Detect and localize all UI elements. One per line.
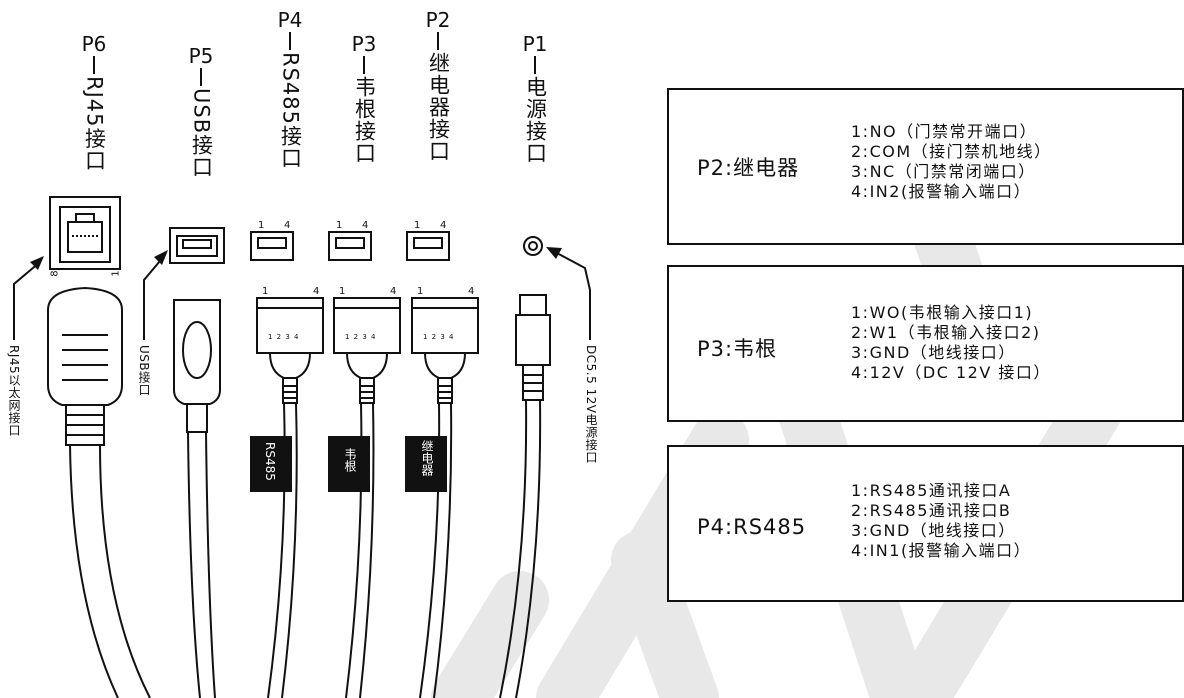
port-id: P3 <box>351 32 377 56</box>
port-dash <box>93 56 95 74</box>
plug-pin-numbers: 1 2 3 4 <box>268 333 300 341</box>
side-label-power: DC5.5 12V电源接口 <box>584 345 598 464</box>
box-title: P3:韦根 <box>697 337 778 361</box>
rj45-jack <box>49 196 121 270</box>
rj45-socket <box>59 206 111 263</box>
plug-pin-numbers: 1 2 3 4 <box>423 333 455 341</box>
port-name: RS485接口 <box>278 52 303 170</box>
port-id: P1 <box>522 32 548 56</box>
box-item: 3:GND（地线接口） <box>851 521 1016 540</box>
usb-plug <box>173 299 221 405</box>
port-dash <box>534 56 536 74</box>
plug-pin-numbers: 1 2 3 4 <box>345 333 377 341</box>
pin-number: 1 <box>110 270 122 277</box>
relay-sleeve <box>405 436 447 492</box>
wiegand-plug <box>333 297 401 698</box>
power-jack <box>523 236 543 256</box>
port-name: 继电器接口 <box>426 52 451 162</box>
pin-number: 4 <box>390 286 397 297</box>
port-label-p1: P1 电源接口 <box>515 32 555 164</box>
box-title: P4:RS485 <box>697 515 807 539</box>
rs485-plug <box>256 297 324 698</box>
side-label-usb: USB接口 <box>137 345 151 397</box>
relay-plug <box>411 297 479 698</box>
port-dash <box>200 68 202 86</box>
box-items: 1:WO(韦根输入接口1) 2:W1（韦根输入接口2) 3:GND（地线接口） … <box>851 303 1051 383</box>
box-item: 3:NC（门禁常闭端口） <box>851 162 1036 181</box>
relay-socket <box>406 231 450 261</box>
pin-number: 4 <box>468 286 475 297</box>
port-label-p2: P2 继电器接口 <box>418 8 458 162</box>
relay-info-box: P2:继电器 1:NO（门禁常开端口） 2:COM（接门禁机地线） 3:NC（门… <box>667 88 1184 245</box>
box-item: 1:RS485通讯接口A <box>851 481 1012 500</box>
wiegand-socket <box>328 231 372 261</box>
port-label-p6: P6 RJ45接口 <box>74 32 114 172</box>
side-label-rj45: RJ45以太网接口 <box>7 345 21 437</box>
port-dash <box>437 32 439 50</box>
box-item: 4:IN1(报警输入端口） <box>851 541 1032 560</box>
wiegand-sleeve <box>328 436 370 492</box>
pin-number: 4 <box>362 220 369 231</box>
box-item: 1:NO（门禁常开端口） <box>851 122 1038 141</box>
pin-number: 4 <box>440 220 447 231</box>
pin-number: 1 <box>417 286 424 297</box>
pin-number: 4 <box>284 220 291 231</box>
box-item: 2:W1（韦根输入接口2) <box>851 323 1041 342</box>
rj45-plug <box>47 286 123 406</box>
power-plug <box>519 294 547 316</box>
port-name: USB接口 <box>189 88 214 179</box>
port-name: 电源接口 <box>523 76 548 164</box>
pin-number: 1 <box>262 286 269 297</box>
sleeve-label-rs485: RS485 <box>263 442 277 481</box>
port-id: P4 <box>277 8 303 32</box>
box-item: 3:GND（地线接口） <box>851 343 1016 362</box>
rs485-socket <box>250 231 294 261</box>
rs485-sleeve <box>250 436 292 492</box>
rj45-cable <box>69 444 119 698</box>
pin-number: 1 <box>258 220 265 231</box>
pin-number: 1 <box>414 220 421 231</box>
port-dash <box>289 32 291 50</box>
pin-number: 1 <box>336 220 343 231</box>
box-items: 1:NO（门禁常开端口） 2:COM（接门禁机地线） 3:NC（门禁常闭端口） … <box>851 122 1052 202</box>
port-dash <box>363 56 365 74</box>
port-id: P6 <box>81 32 107 56</box>
usb-cable <box>187 431 201 698</box>
port-name: 韦根接口 <box>352 76 377 164</box>
box-items: 1:RS485通讯接口A 2:RS485通讯接口B 3:GND（地线接口） 4:… <box>851 481 1031 561</box>
port-id: P5 <box>188 44 214 68</box>
wiegand-info-box: P3:韦根 1:WO(韦根输入接口1) 2:W1（韦根输入接口2) 3:GND（… <box>667 265 1184 422</box>
power-cable <box>499 399 528 698</box>
pin-number: 8 <box>49 270 61 277</box>
port-label-p5: P5 USB接口 <box>181 44 221 178</box>
box-item: 2:RS485通讯接口B <box>851 501 1012 520</box>
pin-number: 4 <box>313 286 320 297</box>
sleeve-label-wiegand: 韦根 <box>343 448 357 472</box>
port-label-p4: P4 RS485接口 <box>270 8 310 169</box>
box-item: 1:WO(韦根输入接口1) <box>851 303 1034 322</box>
sleeve-label-relay: 继电器 <box>420 440 434 476</box>
box-title: P2:继电器 <box>697 156 800 180</box>
rs485-info-box: P4:RS485 1:RS485通讯接口A 2:RS485通讯接口B 3:GND… <box>667 445 1184 602</box>
port-id: P2 <box>425 8 451 32</box>
pin-number: 1 <box>339 286 346 297</box>
usb-jack <box>169 227 225 264</box>
box-item: 4:12V（DC 12V 接口） <box>851 363 1051 382</box>
port-name: RJ45接口 <box>82 76 107 172</box>
box-item: 4:IN2(报警输入端口） <box>851 182 1032 201</box>
port-label-p3: P3 韦根接口 <box>344 32 384 164</box>
box-item: 2:COM（接门禁机地线） <box>851 142 1052 161</box>
